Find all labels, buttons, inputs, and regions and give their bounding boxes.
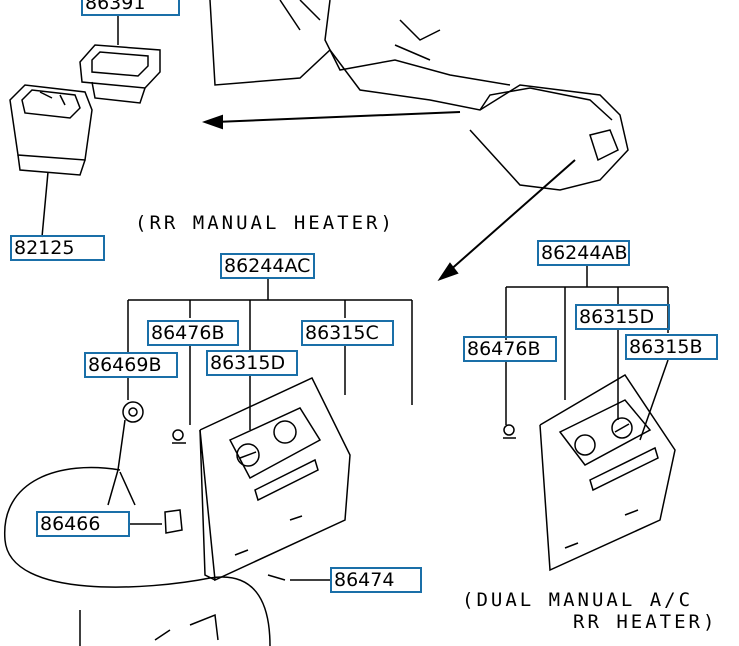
part-label-86476B-right[interactable]: 86476B <box>463 336 557 362</box>
part-label-86244AC[interactable]: 86244AC <box>220 253 315 279</box>
part-label-86469B[interactable]: 86469B <box>84 352 178 378</box>
part-label-86391[interactable]: 86391 <box>81 0 180 16</box>
caption-dual-manual-ac-line1: (DUAL MANUAL A/C <box>462 589 694 611</box>
rr-manual-heater-leader-lines <box>127 277 413 581</box>
arrows <box>201 111 576 281</box>
part-label-86315D-right[interactable]: 86315D <box>575 304 670 330</box>
dual-ac-panel-drawing <box>503 373 676 572</box>
part-label-86315D-left[interactable]: 86315D <box>206 350 298 376</box>
part-label-82125[interactable]: 82125 <box>10 235 105 261</box>
rr-manual-heater-panel-drawing <box>4 377 351 646</box>
part-label-86474[interactable]: 86474 <box>330 567 422 593</box>
caption-dual-manual-ac-line2: RR HEATER) <box>573 611 718 633</box>
floor-console-drawing <box>209 0 629 191</box>
part-label-86315C[interactable]: 86315C <box>301 320 394 346</box>
dual-ac-leader-lines <box>505 265 669 441</box>
part-label-86476B-left[interactable]: 86476B <box>147 320 239 346</box>
part-label-86244AB[interactable]: 86244AB <box>537 240 630 266</box>
part-label-86466[interactable]: 86466 <box>36 511 130 537</box>
caption-rr-manual-heater: (RR MANUAL HEATER) <box>135 212 395 234</box>
switch-86391-drawing <box>79 15 161 104</box>
switch-82125-drawing <box>9 84 93 238</box>
part-label-86315B[interactable]: 86315B <box>625 334 718 360</box>
